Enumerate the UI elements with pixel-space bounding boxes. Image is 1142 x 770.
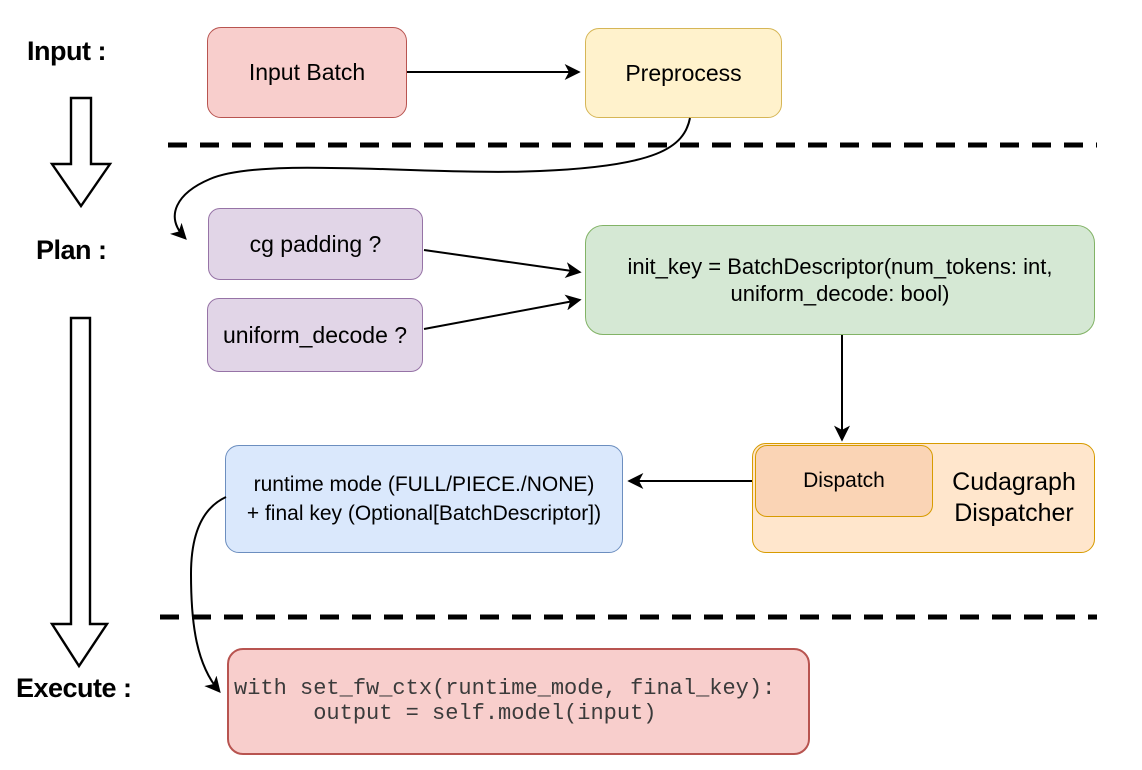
edge-uniform-decode-to-init-key	[423, 294, 582, 330]
node-cg-padding: cg padding ?	[208, 208, 423, 280]
node-init-key-line1: init_key = BatchDescriptor(num_tokens: i…	[627, 253, 1053, 279]
node-init-key: init_key = BatchDescriptor(num_tokens: i…	[585, 225, 1095, 335]
plan-stage-arrow	[49, 316, 110, 669]
input-stage-arrow	[49, 96, 113, 209]
node-input-batch: Input Batch	[207, 27, 407, 118]
execute-code-line1: with set_fw_ctx(runtime_mode, final_key)…	[234, 675, 776, 701]
node-preprocess: Preprocess	[585, 28, 782, 118]
edge-runtime-mode-to-execute-code	[189, 496, 227, 694]
execute-code-line2: output = self.model(input)	[234, 700, 657, 726]
stage-label-execute: Execute :	[16, 673, 132, 703]
node-runtime-mode-line1: runtime mode (FULL/PIECE./NONE)	[253, 472, 595, 496]
node-uniform-decode: uniform_decode ?	[207, 298, 423, 372]
node-preprocess-label: Preprocess	[625, 59, 742, 86]
node-runtime-mode-line2: + final key (Optional[BatchDescriptor])	[246, 502, 602, 525]
node-init-key-line2: uniform_decode: bool)	[730, 281, 950, 306]
stage-label-input: Input :	[27, 36, 106, 66]
edge-cg-padding-to-init-key	[423, 249, 582, 279]
node-execute-code: with set_fw_ctx(runtime_mode, final_key)…	[227, 648, 810, 755]
node-dispatch: Dispatch	[755, 445, 933, 517]
dispatcher-label-line1: Cudagraph	[952, 467, 1076, 496]
node-runtime-mode: runtime mode (FULL/PIECE./NONE) + final …	[225, 445, 623, 553]
node-cg-padding-label: cg padding ?	[249, 230, 382, 257]
node-uniform-decode-label: uniform_decode ?	[222, 321, 408, 348]
node-input-batch-label: Input Batch	[248, 59, 366, 86]
node-dispatch-label: Dispatch	[803, 468, 885, 492]
node-cudagraph-dispatcher-label: Cudagraph Dispatcher	[933, 443, 1095, 553]
stage-label-plan: Plan :	[36, 235, 107, 265]
dispatcher-label-line2: Dispatcher	[954, 499, 1074, 527]
